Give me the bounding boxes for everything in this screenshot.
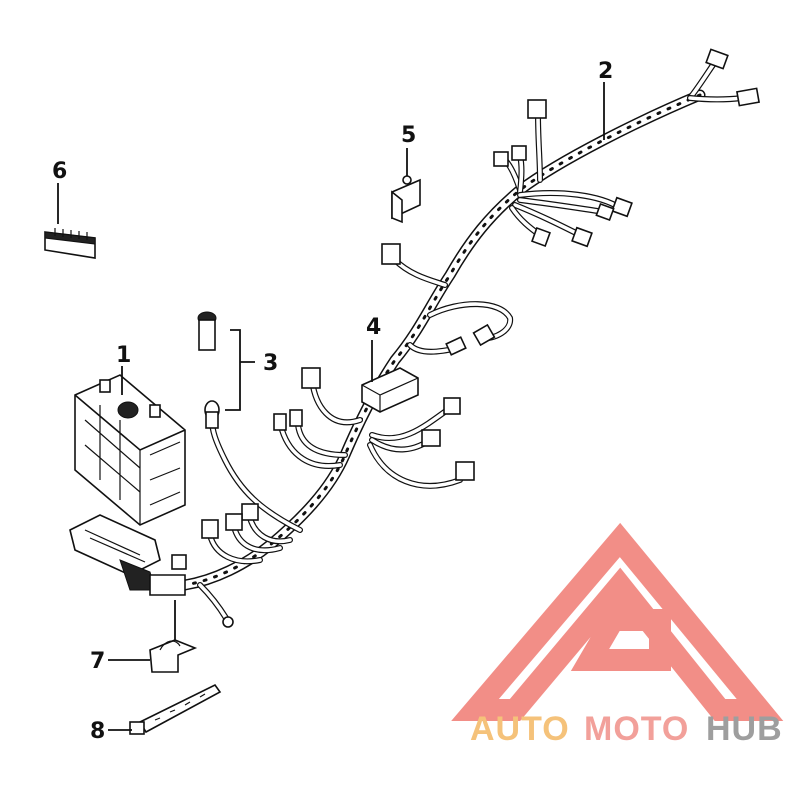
callout-2: 2 [598,59,613,84]
ecu-module [69,374,187,596]
callout-1: 1 [116,343,131,368]
callout-8: 8 [90,719,105,744]
harness-connectors [201,48,760,628]
clip-part [149,639,198,673]
fuse-strip [44,228,96,259]
callout-4: 4 [366,315,381,340]
callout-7-leader [108,600,176,661]
watermark-moto: MOTO [584,710,689,748]
callout-3-leader [225,329,255,411]
watermark-auto: AUTO [470,710,570,748]
watermark-logo [451,522,784,721]
relay-block [361,367,419,413]
watermark-wordmark: AUTO MOTO HUB [470,710,783,748]
callout-6: 6 [52,159,67,184]
callout-7: 7 [90,649,105,674]
watermark-hub: HUB [706,710,783,748]
callout-5: 5 [401,123,416,148]
cable-tie [129,683,222,735]
switch-parts [197,311,220,429]
main-wiring-harness [179,59,745,621]
callout-3: 3 [263,351,278,376]
relay-part [391,175,421,224]
